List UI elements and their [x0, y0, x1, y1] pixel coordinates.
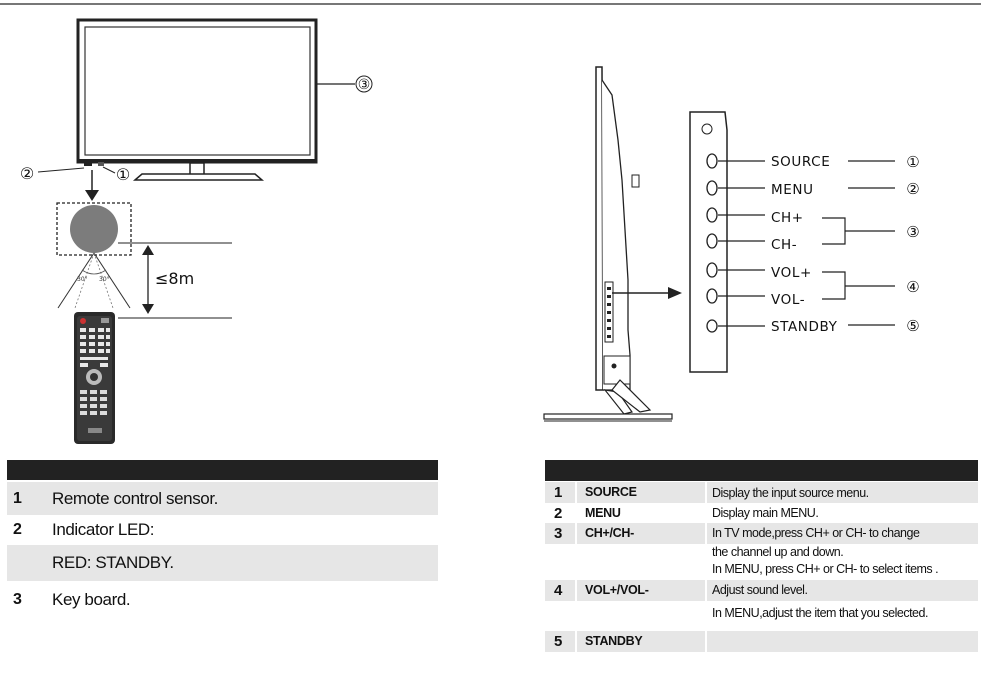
left-table: 1 Remote control sensor. 2 Indicator LED… [7, 482, 438, 619]
tv-screen [84, 26, 311, 156]
tv-front-diagram: ③ ② ① 30° 30° ≤8m [20, 18, 373, 444]
row-number: 1 [13, 489, 22, 507]
row-number: 5 [554, 633, 563, 650]
side-button-ch-minus-label: CH- [771, 237, 797, 253]
row-text: RED: STANDBY. [52, 553, 174, 572]
row-desc: Adjust sound level. [712, 583, 808, 597]
right-table-row: 5 STANDBY [545, 631, 978, 652]
row-number: 2 [13, 521, 22, 538]
tv-stand-neck [189, 162, 205, 176]
side-button-standby-label: STANDBY [771, 319, 838, 335]
right-table-row: In MENU,adjust the item that you selecte… [545, 601, 978, 631]
sensor-circle [70, 205, 118, 253]
callout-sensor-label: ① [116, 165, 130, 184]
sensor-zoom-box [56, 202, 132, 256]
row-text: Indicator LED: [52, 520, 155, 539]
row-number: 3 [554, 525, 563, 542]
row-desc: the channel up and down. [712, 545, 844, 559]
row-number: 2 [554, 505, 563, 522]
side-button-vol-plus-label: VOL+ [771, 265, 812, 281]
row-number: 4 [554, 582, 563, 599]
callout-menu: ② [906, 180, 919, 198]
row-desc: Display the input source menu. [712, 486, 869, 500]
row-key: CH+/CH- [585, 526, 634, 540]
row-desc: In MENU, press CH+ or CH- to select item… [712, 562, 939, 576]
tv-side-profile [595, 66, 604, 391]
left-table-row: 1 Remote control sensor. [7, 482, 438, 515]
remote-control-drawing [74, 312, 115, 444]
row-key: VOL+/VOL- [585, 583, 649, 597]
left-table-row: 2 Indicator LED: [7, 515, 438, 545]
row-desc: In MENU,adjust the item that you selecte… [712, 606, 928, 620]
left-table-row: RED: STANDBY. [7, 545, 438, 581]
right-table-row: 4 VOL+/VOL- Adjust sound level. [545, 580, 978, 601]
right-table-header [545, 460, 978, 481]
distance-label: ≤8m [155, 269, 194, 288]
row-number: 3 [13, 591, 22, 608]
row-key: MENU [585, 506, 621, 520]
left-table-row: 3 Key board. [7, 581, 438, 619]
callout-ch: ③ [906, 223, 919, 241]
tv-side-diagram: SOURCE MENU CH+ CH- VOL+ VOL- STANDBY ① … [543, 66, 920, 422]
right-table-row-continued: the channel up and down. In MENU, press … [545, 544, 978, 580]
callout-tv-label: ③ [358, 77, 371, 93]
left-table-header [7, 460, 438, 480]
row-text: Key board. [52, 590, 131, 609]
svg-text:30°: 30° [77, 276, 88, 283]
row-key: SOURCE [585, 485, 637, 499]
tv-stand-base [132, 173, 265, 181]
svg-text:30°: 30° [99, 276, 110, 283]
row-text: Remote control sensor. [52, 488, 219, 508]
side-button-ch-plus-label: CH+ [771, 210, 804, 226]
callout-source: ① [906, 153, 919, 171]
side-button-menu-label: MENU [771, 182, 814, 198]
callout-led-label: ② [20, 164, 34, 183]
top-rule [0, 3, 981, 5]
row-desc: In TV mode,press CH+ or CH- to change [712, 526, 920, 540]
callout-standby: ⑤ [906, 317, 919, 335]
row-desc: Display main MENU. [712, 506, 819, 520]
callout-vol: ④ [906, 278, 919, 296]
right-table-row: 3 CH+/CH- In TV mode,press CH+ or CH- to… [545, 523, 978, 544]
row-key: STANDBY [585, 634, 643, 648]
side-button-source-label: SOURCE [771, 154, 830, 170]
right-table-row: 1 SOURCE Display the input source menu. [545, 482, 978, 503]
right-table-row: 2 MENU Display main MENU. [545, 503, 978, 523]
right-table: 1 SOURCE Display the input source menu. … [545, 482, 978, 652]
side-button-vol-minus-label: VOL- [771, 292, 805, 308]
row-number: 1 [554, 484, 563, 501]
